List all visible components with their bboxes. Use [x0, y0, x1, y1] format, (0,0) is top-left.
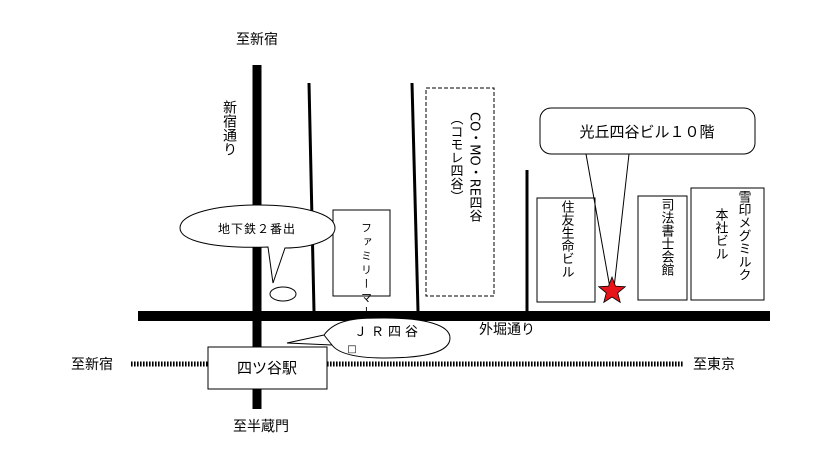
target-building-label-box: [539, 107, 756, 155]
subway-exit-marker: [269, 286, 297, 302]
jr-yotsuya-callout: ＪＲ四谷 □: [286, 317, 451, 359]
subway-exit-callout: 地下鉄２番出: [179, 204, 336, 302]
label-family-mart: ファミリーマート: [360, 222, 373, 334]
label-sotobori-dori: 外堀通り: [479, 322, 535, 338]
side-street-1: [307, 82, 316, 312]
comore-yotsuya-building: [425, 87, 495, 297]
target-building-callout: 光丘四谷ビル１０階: [539, 107, 756, 289]
subway-exit-callout-text: 地下鉄２番出: [218, 221, 296, 236]
label-to-tokyo: 至東京: [693, 357, 735, 373]
label-to-shinjuku-left: 至新宿: [71, 356, 113, 373]
jr-yotsuya-callout-text: ＪＲ四谷: [354, 325, 422, 340]
target-building-label: 光丘四谷ビル１０階: [579, 123, 714, 141]
jr-yotsuya-bubble: [286, 317, 451, 359]
label-shinjuku-dori: 新宿通り: [221, 100, 237, 156]
label-yotsuya-station: 四ツ谷駅: [237, 359, 297, 377]
yotsuya-station-box: [207, 346, 328, 390]
label-to-hanzomon: 至半蔵門: [233, 419, 289, 435]
subway-exit-bubble: [179, 204, 336, 284]
label-shiho-shoshi-kaikan: 司法書士会館: [659, 198, 675, 276]
target-leader-line-right: [613, 153, 630, 289]
sumitomo-seimei-building: [536, 197, 596, 303]
label-megmilk-hq: 本社ビル: [713, 208, 729, 260]
label-comore-yotsuya-kana: （コモレ四谷）: [448, 112, 464, 203]
jr-yotsuya-callout-extra: □: [347, 344, 356, 355]
side-street-2: [410, 82, 420, 312]
star-icon: [597, 275, 627, 304]
label-comore-yotsuya: CO・MO・RE四谷: [467, 112, 483, 222]
target-leader-line-left: [585, 153, 611, 289]
label-sumitomo-seimei: 住友生命ビル: [559, 200, 575, 278]
label-to-shinjuku-top: 至新宿: [236, 31, 278, 48]
shiho-shoshi-kaikan-building: [637, 195, 688, 301]
megmilk-hq-building: [690, 187, 765, 301]
label-megmilk: 雪印メグミルク: [736, 190, 752, 281]
family-mart-building: [332, 209, 391, 297]
